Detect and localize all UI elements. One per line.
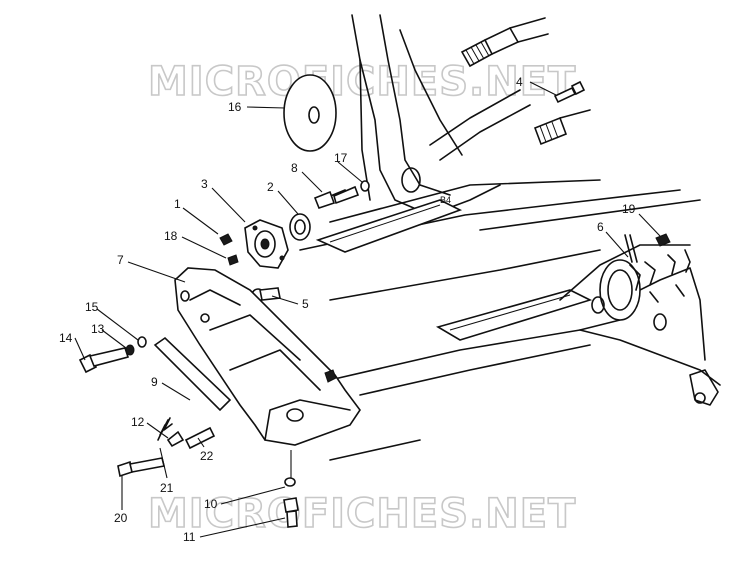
callout-14: 14 bbox=[59, 331, 73, 345]
nut-1 bbox=[219, 233, 233, 246]
bolt-11 bbox=[283, 497, 299, 528]
bushing-2 bbox=[289, 213, 311, 241]
bolt-4 bbox=[553, 80, 586, 104]
footrest-upper bbox=[315, 199, 463, 253]
bolt-8 bbox=[313, 185, 360, 209]
spring-21 bbox=[157, 417, 173, 441]
pin-12 bbox=[166, 430, 185, 448]
callout-5: 5 bbox=[302, 297, 309, 311]
callout-16: 16 bbox=[228, 100, 242, 114]
washer-17 bbox=[360, 180, 370, 192]
pin-22 bbox=[184, 426, 216, 450]
frame-stamp: B4 bbox=[440, 195, 451, 205]
bolt-14 bbox=[78, 347, 130, 374]
splined-shaft-mid bbox=[533, 109, 591, 146]
callout-15: 15 bbox=[85, 300, 99, 314]
callout-3: 3 bbox=[201, 177, 208, 191]
bolt-20 bbox=[117, 457, 165, 478]
callout-4: 4 bbox=[516, 75, 523, 89]
callout-labels: 16 4 17 8 2 3 1 18 7 5 15 13 14 9 12 22 … bbox=[59, 75, 636, 544]
bearing-flange-3 bbox=[244, 219, 289, 269]
callout-8: 8 bbox=[291, 161, 298, 175]
spring-clips bbox=[624, 234, 691, 303]
callout-19: 19 bbox=[622, 202, 636, 216]
callout-22: 22 bbox=[200, 449, 214, 463]
callout-17: 17 bbox=[334, 151, 348, 165]
callout-21: 21 bbox=[160, 481, 174, 495]
callout-13: 13 bbox=[91, 322, 105, 336]
nut-18 bbox=[227, 254, 239, 266]
chaincase-cover-7 bbox=[174, 267, 361, 446]
callout-18: 18 bbox=[164, 229, 178, 243]
callout-7: 7 bbox=[117, 253, 124, 267]
washer-10 bbox=[284, 477, 296, 487]
footrest-lower bbox=[435, 289, 593, 341]
nut-19 bbox=[655, 233, 671, 247]
callout-10: 10 bbox=[204, 497, 218, 511]
chassis-frame: B4 bbox=[299, 14, 721, 461]
callout-11: 11 bbox=[183, 530, 196, 544]
callout-9: 9 bbox=[151, 375, 158, 389]
callout-2: 2 bbox=[267, 180, 274, 194]
callout-12: 12 bbox=[131, 415, 145, 429]
callout-6: 6 bbox=[597, 220, 604, 234]
watermark-bottom: MICROFICHES.NET bbox=[148, 491, 576, 537]
callout-1: 1 bbox=[174, 197, 181, 211]
callout-20: 20 bbox=[114, 511, 128, 525]
washer-13 bbox=[125, 344, 135, 356]
splined-shaft-top bbox=[460, 17, 549, 68]
washer-15 bbox=[137, 336, 147, 348]
strip-9 bbox=[153, 336, 232, 412]
rear-mount-ring bbox=[599, 259, 641, 321]
leader-lines bbox=[74, 81, 661, 538]
pulley-disc bbox=[283, 74, 337, 152]
